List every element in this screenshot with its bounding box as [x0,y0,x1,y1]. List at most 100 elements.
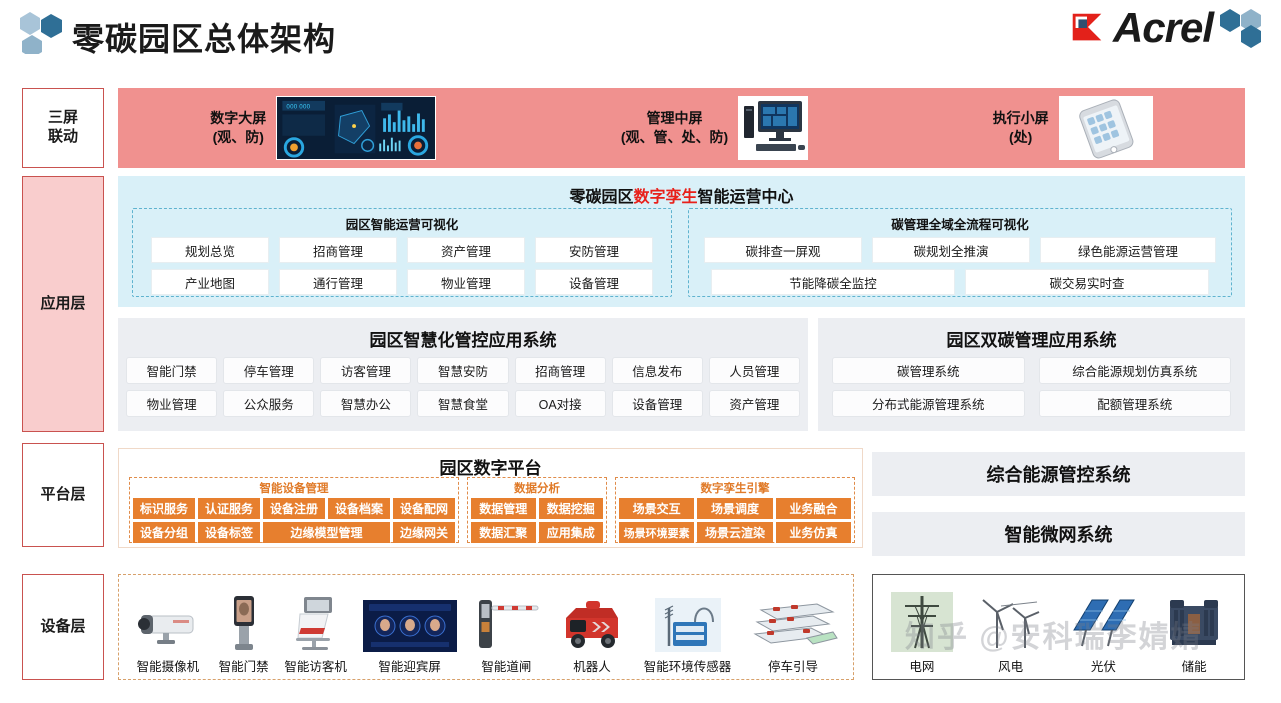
chip-item[interactable]: 设备注册 [263,498,325,519]
device-label: 智能迎宾屏 [378,660,441,674]
chip-item[interactable]: 节能降碳全监控 [711,269,955,295]
chip-item[interactable]: 安防管理 [535,237,653,263]
chip-item[interactable]: OA对接 [514,390,606,417]
group-park-operation-visual: 园区智能运营可视化 规划总览 招商管理 资产管理 安防管理 产业地图 通行管理 … [132,208,672,297]
layer-label-three-screen: 三屏联动 [22,88,104,168]
digital-twin-center-panel: 零碳园区数字孪生智能运营中心 园区智能运营可视化 规划总览 招商管理 资产管理 … [118,176,1245,307]
screen-item-small: 执行小屏 (处) [993,96,1153,160]
chip-item[interactable]: 资产管理 [407,237,525,263]
chip-item[interactable]: 物业管理 [126,390,218,417]
chip-item[interactable]: 智慧安防 [417,357,509,384]
park-dual-carbon-system-panel: 园区双碳管理应用系统 碳管理系统 综合能源规划仿真系统 分布式能源管理系统 配额… [818,318,1245,431]
integrated-energy-control-system[interactable]: 综合能源管控系统 [872,452,1245,496]
chip-item[interactable]: 设备分组 [133,522,195,543]
chip-item[interactable]: 通行管理 [279,269,397,295]
device-item[interactable]: 储能 [1162,592,1227,675]
face-access-terminal-image [222,594,265,652]
chip-item[interactable]: 设备标签 [198,522,260,543]
chip-item[interactable]: 认证服务 [198,498,260,519]
chip-item[interactable]: 设备管理 [611,390,703,417]
device-item[interactable]: 停车引导 [747,598,840,675]
device-label: 智能道闸 [481,660,532,674]
park-digital-platform-panel: 园区数字平台 智能设备管理 标识服务 认证服务 设备注册 设备档案 设备配网 设… [118,448,863,548]
chip-item[interactable]: 智慧办公 [320,390,412,417]
group-chip-row: 规划总览 招商管理 资产管理 安防管理 产业地图 通行管理 物业管理 设备管理 [133,237,671,301]
chip-item[interactable]: 碳规划全推演 [872,237,1030,263]
chip-item[interactable]: 设备管理 [535,269,653,295]
chip-item[interactable]: 访客管理 [320,357,412,384]
chip-item[interactable]: 招商管理 [514,357,606,384]
device-item[interactable]: 智能迎宾屏 [362,600,457,675]
layer-label-platform: 平台层 [22,443,104,547]
chip-item[interactable]: 智慧食堂 [417,390,509,417]
device-item[interactable]: 智能门禁 [219,594,269,675]
device-item[interactable]: 机器人 [556,598,629,675]
chip-item[interactable]: 分布式能源管理系统 [832,390,1025,417]
parking-guidance-image [747,598,840,652]
solar-panel-image [1068,592,1139,652]
visitor-kiosk-image [287,594,344,652]
chip-item[interactable]: 应用集成 [538,522,603,543]
device-item[interactable]: 智能摄像机 [132,600,203,675]
device-item[interactable]: 智能道闸 [472,596,541,675]
device-item[interactable]: 智能访客机 [284,594,347,675]
chip-item[interactable]: 物业管理 [407,269,525,295]
hexagon-cluster-icon [20,12,62,54]
device-item[interactable]: 光伏 [1068,592,1139,675]
chip-item[interactable]: 设备配网 [393,498,455,519]
device-item[interactable]: 电网 [890,592,953,675]
chip-item[interactable]: 数据挖掘 [538,498,603,519]
screen-item-big-label: 数字大屏 (观、防) [210,110,267,145]
chip-item[interactable]: 人员管理 [708,357,800,384]
system-label: 综合能源管控系统 [986,465,1131,485]
chip-item[interactable]: 停车管理 [223,357,315,384]
layer-label-text: 应用层 [40,294,86,312]
wind-turbine-image [976,592,1045,652]
chip-item[interactable]: 招商管理 [279,237,397,263]
chip-item[interactable]: 边缘模型管理 [263,522,390,543]
chip-item[interactable]: 智能门禁 [126,357,218,384]
device-item[interactable]: 智能环境传感器 [644,598,731,675]
hexagon-cluster-icon-right [1220,9,1261,48]
screen-item-mid-label: 管理中屏 (观、管、处、防) [620,110,729,145]
group-chip-grid: 场景交互 场景调度 业务融合 场景环境要素 场景云渲染 业务仿真 [616,498,854,546]
device-label: 风电 [998,660,1024,674]
bullet-camera-image [132,600,203,652]
chip-item[interactable]: 标识服务 [133,498,195,519]
device-label: 电网 [909,660,935,674]
device-item[interactable]: 风电 [976,592,1045,675]
svg-text:000 000: 000 000 [287,105,311,111]
chip-item[interactable]: 数据汇聚 [471,522,536,543]
chip-item[interactable]: 产业地图 [151,269,269,295]
group-smart-device-management: 智能设备管理 标识服务 认证服务 设备注册 设备档案 设备配网 设备分组 设备标… [129,477,459,543]
chip-item[interactable]: 公众服务 [223,390,315,417]
group-data-analysis: 数据分析 数据管理 数据挖掘 数据汇聚 应用集成 [467,477,607,543]
chip-item[interactable]: 碳排查一屏观 [704,237,862,263]
acrel-brand-logo: Acrel [1067,7,1263,49]
panel-title: 园区智慧化管控应用系统 [369,331,557,350]
chip-item[interactable]: 设备档案 [328,498,390,519]
chip-item[interactable]: 规划总览 [151,237,269,263]
chip-item[interactable]: 场景云渲染 [697,522,773,543]
chip-item[interactable]: 场景交互 [619,498,695,519]
chip-item[interactable]: 综合能源规划仿真系统 [1038,357,1231,384]
group-chip-grid: 数据管理 数据挖掘 数据汇聚 应用集成 [468,498,606,546]
chip-item[interactable]: 数据管理 [471,498,536,519]
chip-item[interactable]: 绿色能源运营管理 [1040,237,1216,263]
system-label: 智能微网系统 [1004,525,1113,545]
chip-item[interactable]: 配额管理系统 [1038,390,1231,417]
chip-item[interactable]: 信息发布 [611,357,703,384]
group-title: 园区智能运营可视化 [345,218,459,232]
chip-item[interactable]: 业务融合 [775,498,851,519]
chip-item[interactable]: 碳交易实时查 [965,269,1209,295]
chip-item[interactable]: 业务仿真 [775,522,851,543]
desktop-monitor-image [738,96,809,160]
chip-item[interactable]: 场景调度 [697,498,773,519]
chip-item[interactable]: 资产管理 [708,390,800,417]
device-layer-left-box: 智能摄像机 智能门禁 [118,574,854,680]
chip-item[interactable]: 场景环境要素 [619,522,695,543]
chip-item[interactable]: 碳管理系统 [832,357,1025,384]
smart-microgrid-system[interactable]: 智能微网系统 [872,512,1245,556]
chip-item[interactable]: 边缘网关 [393,522,455,543]
